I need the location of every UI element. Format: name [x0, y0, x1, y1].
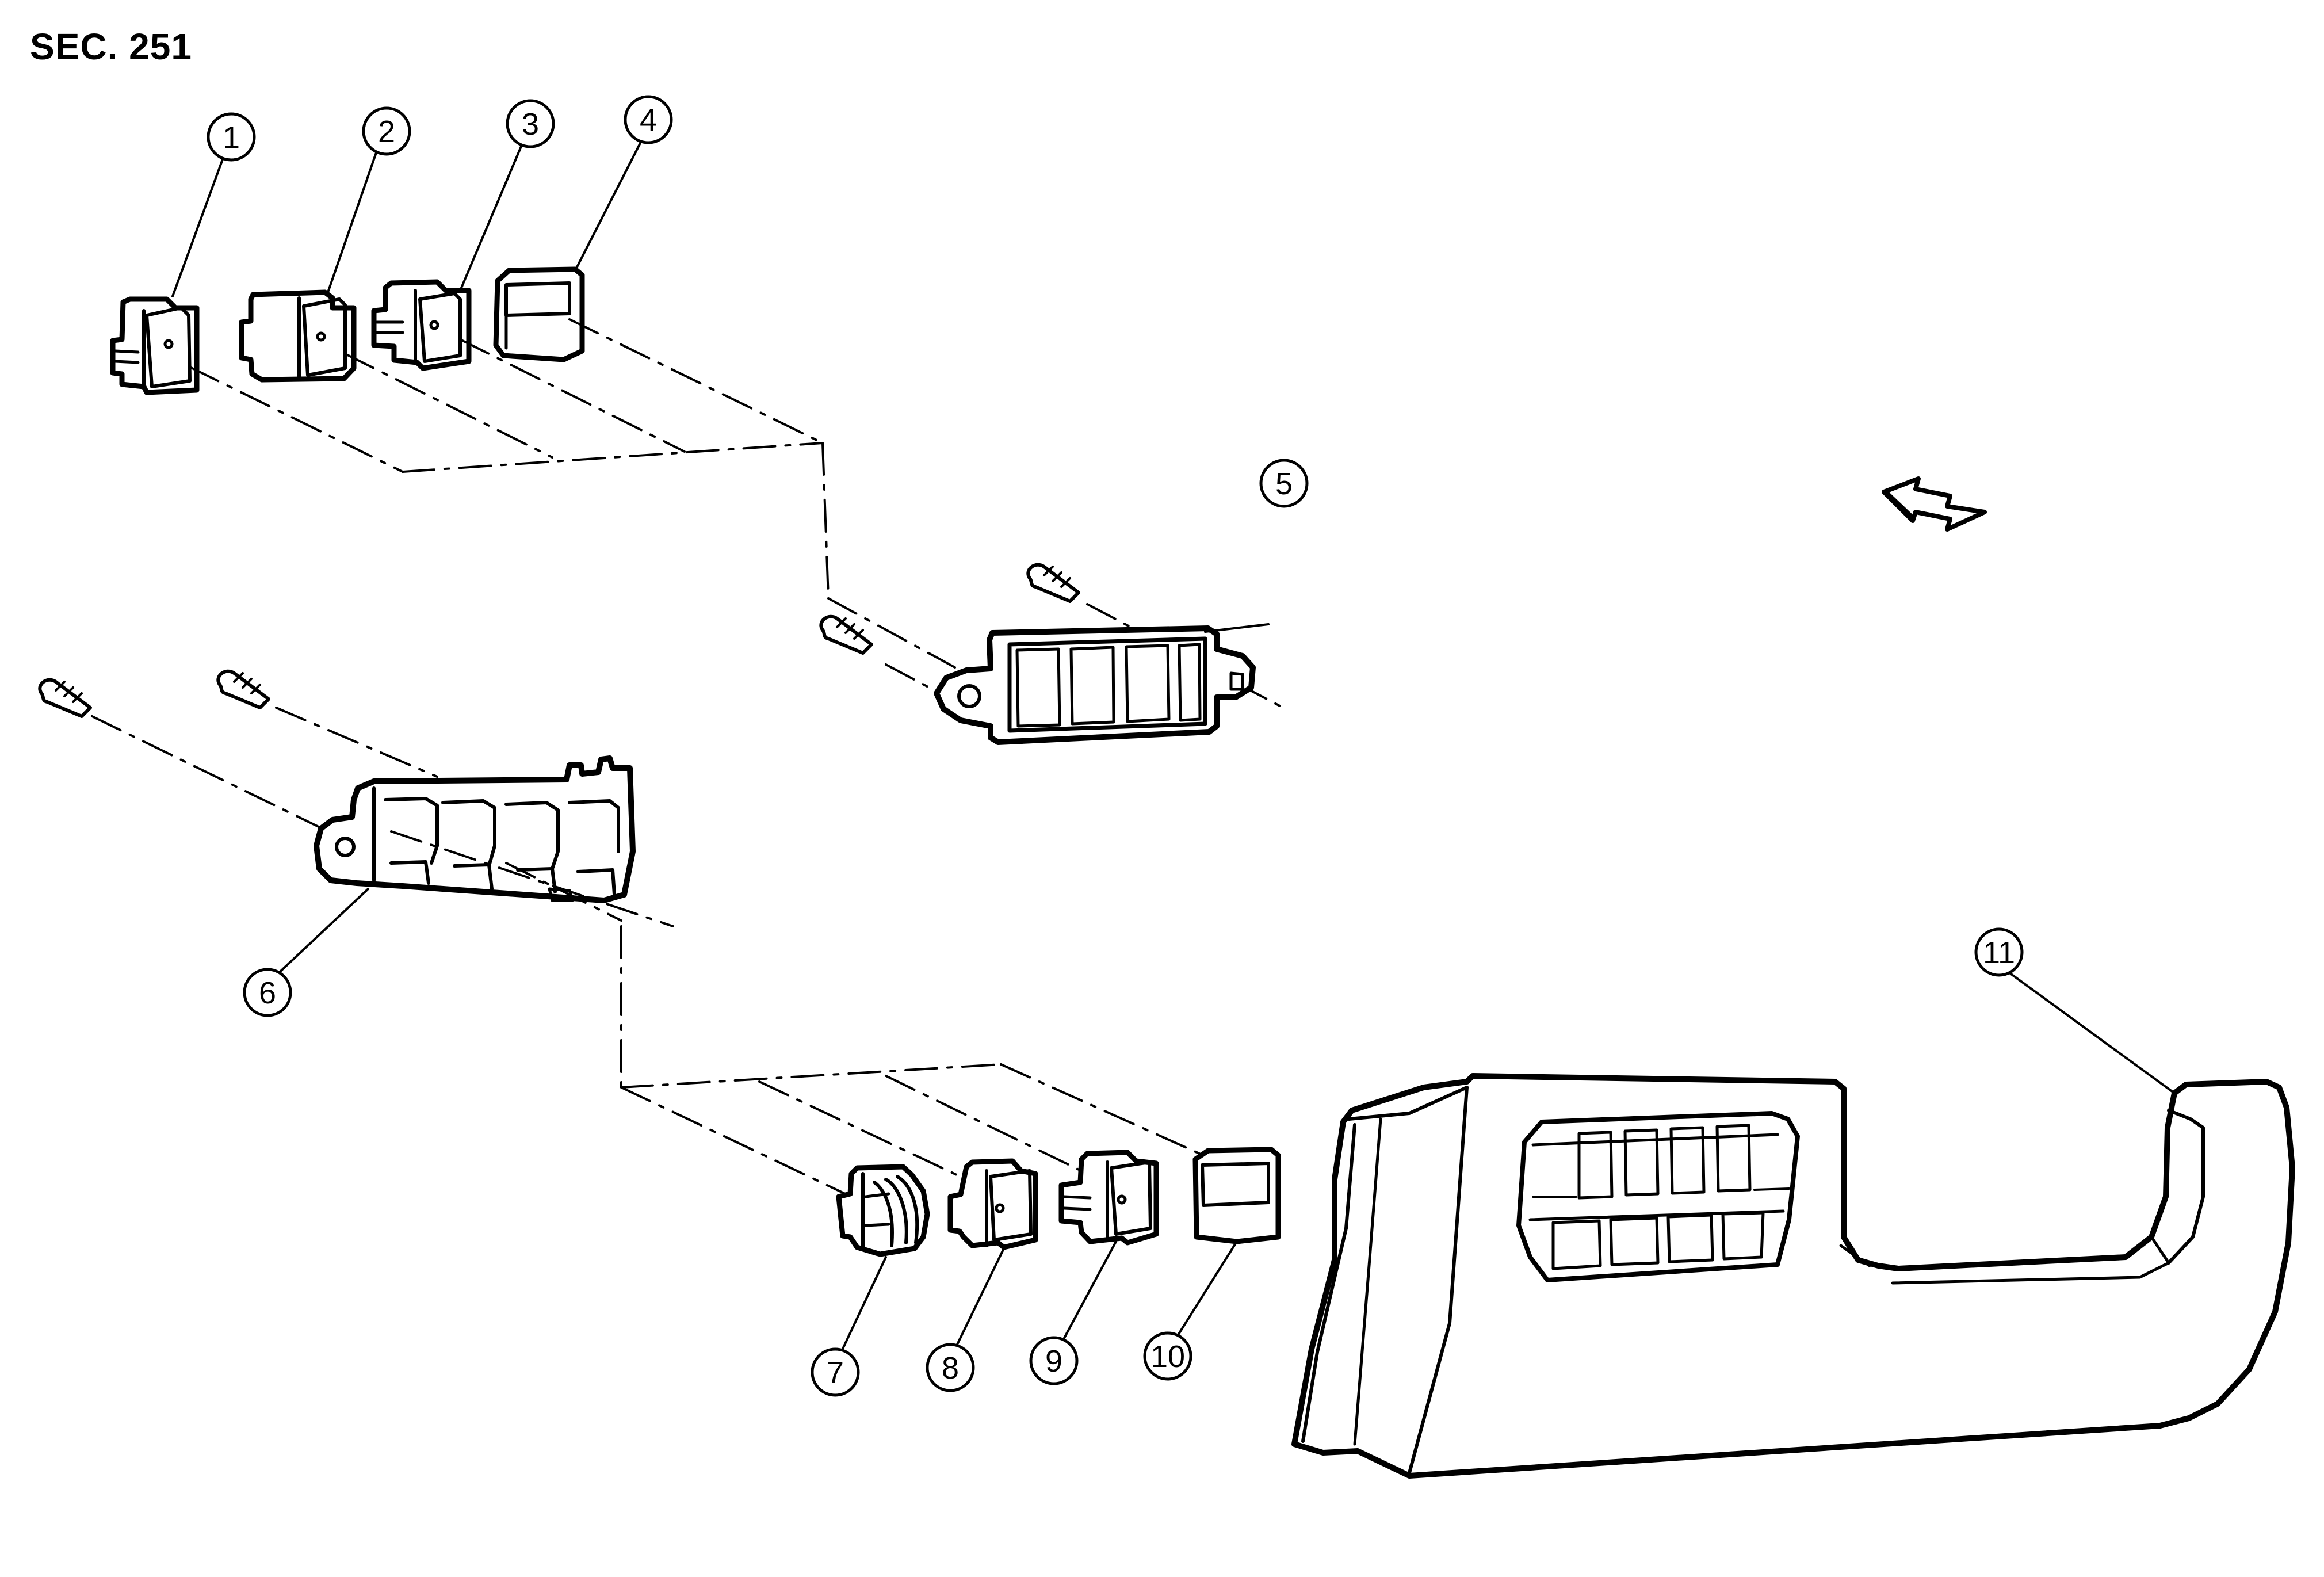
screw-icon — [819, 614, 873, 655]
callout-leaders-1-4 — [171, 134, 645, 297]
callout-8: 8 — [926, 1343, 975, 1392]
callout-leader-6 — [272, 888, 369, 979]
switch-part-9 — [1058, 1150, 1159, 1246]
switch-cover-4 — [493, 266, 585, 362]
callout-6: 6 — [243, 968, 292, 1017]
svg-text:2: 2 — [378, 114, 395, 149]
section-number: SEC. 251 — [30, 26, 192, 67]
svg-text:10: 10 — [1150, 1339, 1185, 1374]
switch-part-2 — [239, 289, 357, 383]
screw-icon — [216, 669, 270, 709]
callout-3: 3 — [506, 99, 555, 148]
callout-11: 11 — [1974, 927, 2024, 977]
assembly-lines-lower — [91, 707, 1201, 1198]
svg-text:9: 9 — [1045, 1344, 1062, 1379]
svg-text:6: 6 — [259, 976, 276, 1010]
switch-part-1 — [110, 296, 200, 395]
callout-4: 4 — [624, 95, 673, 144]
svg-text:7: 7 — [827, 1355, 844, 1390]
switch-bezel-part-5 — [934, 625, 1256, 745]
switch-part-3 — [371, 279, 472, 371]
callout-leader-5 — [1204, 623, 1270, 633]
callout-2: 2 — [362, 106, 411, 156]
svg-text:4: 4 — [640, 103, 657, 138]
svg-text:11: 11 — [1983, 935, 2015, 970]
svg-text:1: 1 — [223, 120, 240, 155]
screw-icon — [38, 678, 92, 718]
svg-text:3: 3 — [522, 107, 539, 142]
svg-text:8: 8 — [942, 1351, 959, 1385]
callout-1: 1 — [207, 112, 256, 162]
screw-icon — [1026, 563, 1080, 603]
front-direction-arrow-icon — [1882, 476, 1987, 532]
console-finisher-part-11 — [1291, 1073, 2295, 1479]
switch-base-part-6 — [314, 755, 636, 903]
switch-cover-10 — [1192, 1147, 1281, 1244]
svg-text:5: 5 — [1275, 467, 1293, 501]
callout-leader-11 — [2004, 968, 2176, 1094]
switch-part-8 — [947, 1158, 1038, 1250]
callout-7: 7 — [811, 1347, 860, 1397]
callout-9: 9 — [1029, 1336, 1079, 1385]
callout-10: 10 — [1143, 1331, 1192, 1381]
callout-leaders-7-10 — [839, 1240, 1238, 1356]
switch-part-7 — [836, 1164, 930, 1257]
callout-5: 5 — [1259, 459, 1309, 508]
